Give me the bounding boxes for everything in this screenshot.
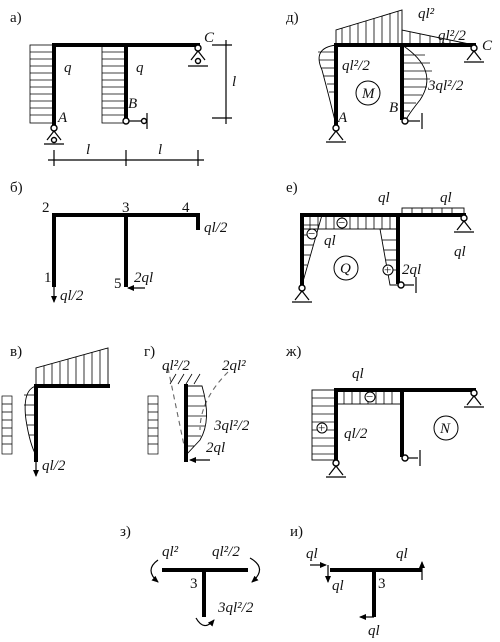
- diagram-M-circle: [355, 80, 381, 106]
- shear-ql-top: ql: [378, 190, 390, 206]
- panel-a-frame-with-loads: а) q q A B C: [10, 10, 236, 166]
- node-3: 3: [122, 200, 130, 216]
- label-ql2: ql²: [418, 6, 435, 22]
- dim-l-1: l: [86, 142, 90, 158]
- shear-ql-support: ql: [454, 244, 466, 260]
- panel-zh-tag: ж): [285, 344, 301, 360]
- load-q-mid: q: [136, 60, 144, 76]
- force-ql-right: ql: [396, 546, 408, 562]
- dashed-line-left: [167, 367, 187, 456]
- panel-e-tag: е): [286, 180, 298, 196]
- support-A: [44, 124, 64, 145]
- dimension-lines-a: l l l: [48, 40, 236, 166]
- supports-zh: [326, 389, 484, 478]
- sign-minus-col: −: [308, 226, 315, 241]
- panel-d-moment-diagram: д) ql² ql²/2: [286, 6, 493, 143]
- load-ql2-node1: ql/2: [60, 288, 84, 304]
- distributed-load-middle: [101, 44, 127, 124]
- panel-a-tag: а): [10, 10, 22, 26]
- force-ql-left-h: ql: [306, 546, 318, 562]
- panel-g-diagram: г) ql²/2 2ql² 3ql²/2 2ql: [144, 344, 250, 463]
- moment-3ql2-half-z: 3ql²/2: [217, 600, 254, 616]
- shear-ql-left: ql: [324, 233, 336, 249]
- shear-2ql: 2ql: [402, 262, 421, 278]
- label-3ql2-half: 3ql²/2: [427, 78, 464, 94]
- panel-e-shear-diagram: е) ql ql q: [286, 180, 474, 303]
- panel-b-free-body: б) 2 3 4 1 5 ql/2 ql/2 2ql: [10, 180, 228, 304]
- normal-ql: ql: [352, 366, 364, 382]
- panel-z-node-moments: з) ql² ql²/2 3 3ql²/2: [120, 524, 261, 627]
- diagram-M-label: M: [361, 86, 376, 102]
- panel-d-tag: д): [286, 10, 299, 26]
- node-4: 4: [182, 200, 190, 216]
- diagram-N-circle: [433, 415, 459, 441]
- distributed-load-left: [29, 44, 55, 124]
- diagram-Q-circle: [333, 255, 359, 281]
- sign-minus-n: −: [366, 389, 373, 404]
- node3-members-z: [162, 568, 248, 617]
- node-5: 5: [114, 276, 122, 292]
- diagram-Q-label: Q: [340, 261, 351, 277]
- load-ql2-node4: ql/2: [204, 220, 228, 236]
- force-ql-bottom: ql: [368, 623, 380, 639]
- dim-l-vert: l: [232, 74, 236, 90]
- moment-ql2-half-z: ql²/2: [212, 544, 240, 560]
- frame-members-b: [52, 213, 200, 287]
- label-2ql2-g: 2ql²: [222, 358, 246, 374]
- node-2: 2: [42, 200, 50, 216]
- node-3-z: 3: [190, 576, 198, 592]
- frame-members-zh: [334, 388, 476, 462]
- node-B-label: B: [128, 96, 137, 112]
- node-3-i: 3: [378, 576, 386, 592]
- force-ql-left-v: ql: [332, 578, 344, 594]
- normal-ql2: ql/2: [344, 426, 368, 442]
- panel-v-diagram: в) ql/2: [1, 344, 110, 477]
- load-2ql-node5: 2ql: [134, 270, 153, 286]
- shear-ql-right: ql: [440, 190, 452, 206]
- label-ql2-half-g: ql²/2: [162, 358, 190, 374]
- load-ql2-v: ql/2: [42, 458, 66, 474]
- sign-minus-beam: −: [338, 215, 345, 230]
- sign-plus-n: +: [318, 420, 325, 435]
- dim-l-2: l: [158, 142, 162, 158]
- node-1: 1: [44, 270, 52, 286]
- panel-b-tag: б): [10, 180, 23, 196]
- node-B-d: B: [389, 100, 398, 116]
- label-ql2-half-right: ql²/2: [438, 28, 466, 44]
- node-A-label: A: [57, 110, 68, 126]
- panel-z-tag: з): [120, 524, 131, 540]
- diagram-N-label: N: [439, 421, 451, 437]
- panel-i-node-forces: и) ql ql ql 3 ql: [290, 524, 425, 639]
- supports-d: [326, 44, 484, 143]
- supports-e: [292, 214, 474, 303]
- panel-zh-normal-diagram: ж) ql ql/2 − + N: [285, 344, 484, 478]
- load-q-left: q: [64, 60, 72, 76]
- frame-members-d: [334, 43, 476, 127]
- frame-members-e: [300, 213, 466, 287]
- frame-members-a: [52, 43, 200, 127]
- label-3ql2-half-g: 3ql²/2: [213, 418, 250, 434]
- frame-members-v: [34, 384, 110, 462]
- sign-plus-col: +: [384, 262, 391, 277]
- panel-i-tag: и): [290, 524, 303, 540]
- support-B: [122, 113, 148, 129]
- panel-g-tag: г): [144, 344, 155, 360]
- label-ql2-half-left: ql²/2: [342, 58, 370, 74]
- panel-v-tag: в): [10, 344, 22, 360]
- node-C-d: C: [482, 38, 493, 54]
- support-C: [188, 44, 208, 67]
- node3-members-i: [330, 568, 422, 617]
- node-C-label: C: [204, 30, 215, 46]
- node-A-d: A: [337, 110, 348, 126]
- label-2ql-g: 2ql: [206, 440, 225, 456]
- moment-ql2-z: ql²: [162, 544, 179, 560]
